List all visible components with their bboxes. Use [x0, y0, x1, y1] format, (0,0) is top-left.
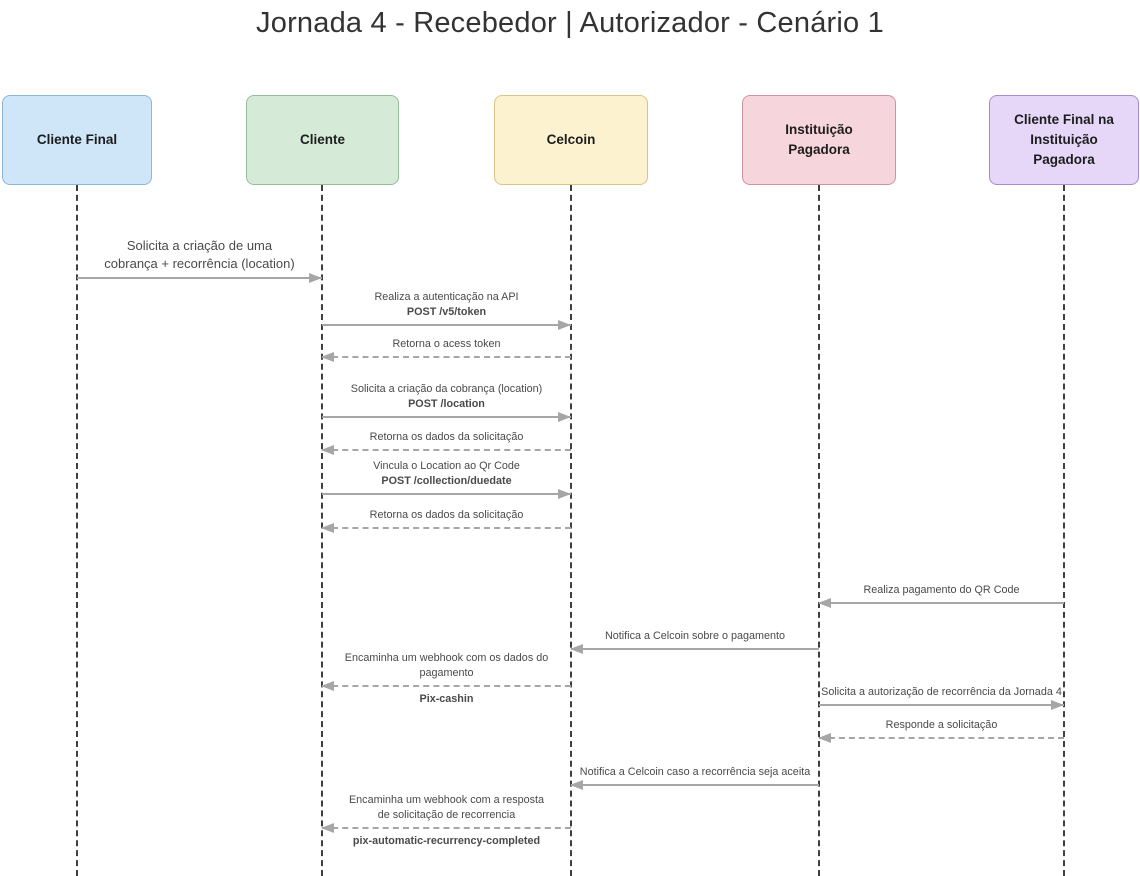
message-label-line: Vincula o Location ao Qr Code [373, 460, 520, 473]
message-arrow-line [322, 527, 571, 529]
diagram-title: Jornada 4 - Recebedor | Autorizador - Ce… [256, 7, 884, 39]
arrowhead-icon [1051, 700, 1064, 710]
message-endpoint-label: POST /v5/token [406, 306, 487, 319]
arrowhead-icon [558, 412, 571, 422]
message-arrow-line [571, 648, 819, 650]
message-label: Notifica a Celcoin sobre o pagamento [605, 629, 785, 644]
message-label: Notifica a Celcoin caso a recorrência se… [580, 765, 810, 780]
arrowhead-icon [558, 320, 571, 330]
message-label-line: Retorna os dados da solicitação [369, 431, 524, 444]
message-arrow-line [819, 737, 1064, 739]
arrowhead-icon [570, 644, 583, 654]
message-label: Responde a solicitação [886, 718, 998, 733]
message-label-line: pagamento [419, 667, 474, 680]
arrowhead-icon [321, 823, 334, 833]
message-label-line: Retorna o acess token [392, 338, 501, 351]
message-endpoint-label: POST /location [408, 398, 485, 411]
message-label-line: Realiza pagamento do QR Code [863, 584, 1020, 597]
actor-label: Cliente Final na Instituição Pagadora [1014, 111, 1114, 168]
message-arrow-line [819, 602, 1064, 604]
message-arrow-line [322, 685, 571, 687]
arrowhead-icon [558, 489, 571, 499]
message-label: Solicita a criação de uma cobrança + reco… [104, 237, 294, 273]
arrowhead-icon [321, 352, 334, 362]
message-label-line: Solicita a criação da cobrança (location… [350, 383, 543, 396]
message-label-line: Notifica a Celcoin sobre o pagamento [604, 630, 786, 643]
message-label-line: Retorna os dados da solicitação [369, 509, 524, 522]
arrowhead-icon [321, 523, 334, 533]
message-label-line: Solicita a criação de uma [126, 238, 273, 254]
actor-label: Cliente [299, 131, 345, 147]
message-arrow-line [322, 324, 571, 326]
lifeline-celcoin [570, 185, 572, 876]
message-arrow-line [77, 277, 322, 279]
arrowhead-icon [309, 273, 322, 283]
actor-label: Celcoin [546, 131, 596, 147]
message-label: Retorna os dados da solicitação [370, 430, 524, 445]
message-arrow-line [322, 416, 571, 418]
message-label: Realiza a autenticação na API POST /v5/to… [374, 290, 518, 320]
actor-label: Cliente Final [36, 131, 118, 147]
message-endpoint-label: POST /collection/duedate [381, 475, 512, 488]
message-label-line: cobrança + recorrência (location) [104, 256, 295, 272]
arrowhead-icon [818, 598, 831, 608]
message-label: Realiza pagamento do QR Code [863, 583, 1019, 598]
message-label-line: Realiza a autenticação na API [374, 291, 519, 304]
message-label: Retorna o acess token [392, 337, 500, 352]
arrowhead-icon [818, 733, 831, 743]
message-label-line: Solicita a autorização de recorrência da… [821, 686, 1062, 699]
actor-instituicao-pagadora: Instituição Pagadora [742, 95, 896, 185]
message-label: Solicita a autorização de recorrência da… [821, 685, 1062, 700]
message-arrow-line [322, 356, 571, 358]
message-label-line: Encaminha um webhook com os dados do [344, 652, 549, 665]
message-label: Encaminha um webhook com os dados do paga… [345, 651, 548, 681]
lifeline-cliente-final [76, 185, 78, 876]
message-label-line: Encaminha um webhook com a resposta [348, 794, 545, 807]
actor-cliente-final: Cliente Final [2, 95, 152, 185]
message-label: Encaminha um webhook com a resposta de so… [349, 793, 544, 823]
message-arrow-line [322, 493, 571, 495]
actor-cliente-final-na-instituicao-pagadora: Cliente Final na Instituição Pagadora [989, 95, 1139, 185]
message-arrow-line [819, 704, 1064, 706]
message-label: Solicita a criação da cobrança (location… [351, 382, 542, 412]
message-arrow-line [322, 449, 571, 451]
message-arrow-line [571, 784, 819, 786]
message-label: Retorna os dados da solicitação [370, 508, 524, 523]
arrowhead-icon [570, 780, 583, 790]
actor-celcoin: Celcoin [494, 95, 648, 185]
message-label-line: Notifica a Celcoin caso a recorrência se… [579, 766, 811, 779]
actor-label: Instituição Pagadora [785, 121, 853, 157]
lifeline-cliente-final-na-instituicao-pagadora [1063, 185, 1065, 876]
message-arrow-line [322, 827, 571, 829]
message-webhook-label: pix-automatic-recurrency-completed [352, 835, 541, 847]
lifeline-instituicao-pagadora [818, 185, 820, 876]
actor-cliente: Cliente [246, 95, 399, 185]
arrowhead-icon [321, 681, 334, 691]
message-label-line: Responde a solicitação [885, 719, 998, 732]
message-webhook-label: Pix-cashin [419, 693, 474, 705]
message-label-line: de solicitação de recorrencia [377, 809, 516, 822]
arrowhead-icon [321, 445, 334, 455]
